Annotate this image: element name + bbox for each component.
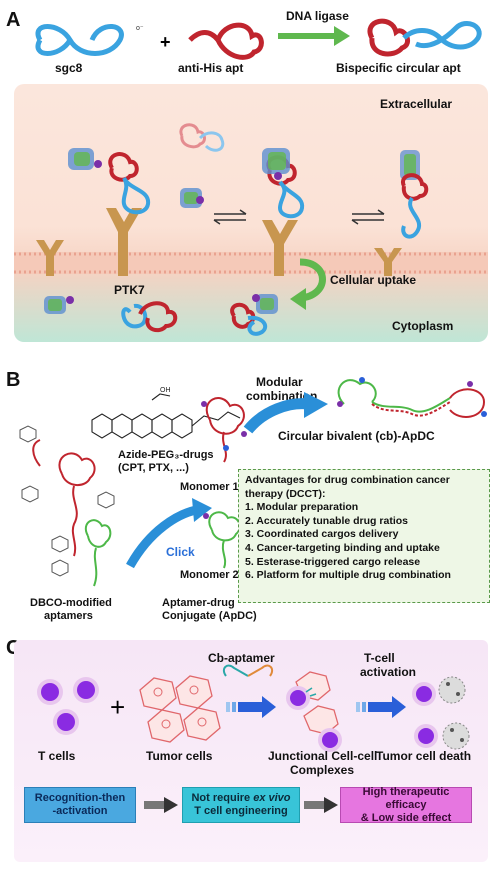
modular-arrow-head	[304, 392, 328, 418]
note-recognition: Recognition-then -activation	[24, 787, 136, 823]
cytoplasm-aptamer-3	[230, 294, 278, 336]
free-aptamer-top	[179, 123, 225, 152]
uptake-arrow	[299, 258, 326, 302]
death-label: Tumor cell death	[376, 749, 471, 763]
protein-cargo-1	[68, 148, 102, 170]
dbco-line2: aptamers	[44, 610, 93, 622]
advantage-item: 2. Accurately tunable drug ratios	[245, 514, 408, 527]
click-arrow-head	[192, 498, 212, 522]
cytoplasm-aptamer-2	[121, 301, 178, 333]
bound-aptamer-ptk7	[108, 152, 151, 215]
junctional-line1: Junctional Cell-cell	[268, 749, 377, 763]
modular-label: Modular	[256, 375, 303, 389]
tumor-label: Tumor cells	[146, 749, 213, 763]
advantages-title-2: therapy (DCCT):	[245, 487, 326, 500]
equilibrium-arrow-left	[213, 209, 247, 225]
advantage-item: 5. Esterase-triggered cargo release	[245, 555, 421, 568]
tumor-cells	[139, 675, 221, 743]
advantage-item: 4. Cancer-targeting binding and uptake	[245, 541, 440, 554]
drug-structure	[91, 393, 241, 439]
modular-arrow	[243, 398, 309, 434]
anti-his-aptamer	[188, 22, 264, 60]
cytoplasm-label: Cytoplasm	[392, 319, 453, 333]
equilibrium-arrow-right	[351, 209, 385, 225]
note-efficacy: High therapeutic efficacy & Low side eff…	[340, 785, 472, 824]
extracellular-label: Extracellular	[380, 97, 452, 111]
apdc-line2: Conjugate (ApDC)	[162, 610, 257, 622]
uptake-label: Cellular uptake	[330, 273, 416, 287]
ligase-arrow-head	[334, 26, 350, 46]
cell-membrane	[14, 252, 488, 274]
bispecific-circular-aptamer	[367, 18, 482, 57]
drug-oh-label: OH	[160, 387, 171, 394]
ligase-label: DNA ligase	[286, 9, 349, 23]
sgc8-aptamer	[35, 24, 124, 56]
plus-a: +	[160, 32, 171, 52]
apdc-line1: Aptamer-drug	[162, 597, 235, 609]
flow-arrow-2	[304, 797, 338, 813]
cell-panel-bg	[14, 84, 488, 342]
note2-line1a: Not require	[191, 792, 254, 804]
arrow-to-death	[356, 696, 406, 718]
junctional-line2: Complexes	[290, 763, 354, 777]
tcells-label: T cells	[38, 749, 76, 763]
cb-apdc-label: Circular bivalent (cb)-ApDC	[278, 429, 435, 443]
tumor-nuclei	[153, 685, 207, 729]
uptake-arrow-head	[290, 288, 306, 310]
cb-aptamer-icon	[222, 664, 274, 677]
phosphate-label: o⁻	[136, 25, 144, 32]
t-cells	[37, 677, 99, 735]
note3-line1: High therapeutic efficacy	[362, 785, 450, 811]
anti-his-label: anti-His apt	[178, 61, 243, 75]
cb-aptamer-label: Cb-aptamer	[208, 651, 275, 665]
sgc8-label: sgc8	[55, 61, 83, 75]
red-aptamer-dbco	[32, 439, 96, 557]
panel-b-letter: B	[6, 369, 20, 391]
note1-line2: -activation	[52, 805, 108, 817]
advantage-item: 3. Coordinated cargos delivery	[245, 528, 399, 541]
advantages-title-1: Advantages for drug combination cancer	[245, 474, 450, 486]
arrow-to-junction	[226, 696, 276, 718]
azide-line2: (CPT, PTX, ...)	[118, 462, 189, 474]
cytoplasm-aptamer-1	[44, 296, 74, 314]
dbco-groups-green	[51, 535, 69, 577]
dbco-line1: DBCO-modified	[30, 597, 112, 609]
azide-line1: Azide-PEG₃-drugs	[118, 449, 214, 461]
monomer-1	[201, 397, 247, 463]
advantage-item: 6. Platform for multiple drug combinatio…	[245, 569, 451, 582]
note3-line2: & Low side effect	[360, 811, 452, 824]
bispecific-label: Bispecific circular apt	[336, 61, 461, 75]
click-label: Click	[166, 545, 195, 559]
note-no-ex-vivo: Not require ex vivo T cell engineering	[182, 787, 300, 823]
advantages-box: Advantages for drug combination cancer t…	[238, 469, 490, 603]
note1-line1: Recognition-then	[34, 792, 126, 804]
protein-cargo-3	[180, 188, 204, 208]
tumor-cell-death	[412, 676, 470, 750]
ptk7-label: PTK7	[114, 283, 145, 297]
protein-cargo-2	[262, 148, 290, 180]
flow-arrow-1	[144, 797, 178, 813]
dbco-groups-red	[19, 425, 115, 509]
monomer1-label: Monomer 1	[180, 481, 239, 493]
monomer2-label: Monomer 2	[180, 569, 239, 581]
ptk7-receptors	[36, 208, 402, 276]
tcell-act-line2: activation	[360, 665, 416, 679]
panel-a-letter: A	[6, 9, 20, 31]
free-bispecific-right	[400, 150, 429, 239]
advantage-item: 1. Modular preparation	[245, 501, 359, 514]
note2-line1b: ex vivo	[253, 792, 291, 804]
junctional-complexes	[286, 671, 342, 752]
tcell-act-line1: T-cell	[364, 651, 395, 665]
green-aptamer-dbco	[84, 519, 112, 587]
plus-c: +	[110, 692, 125, 722]
note2-line2: T cell engineering	[194, 805, 288, 817]
cb-apdc-structure	[337, 377, 487, 418]
click-arrow	[126, 505, 198, 569]
